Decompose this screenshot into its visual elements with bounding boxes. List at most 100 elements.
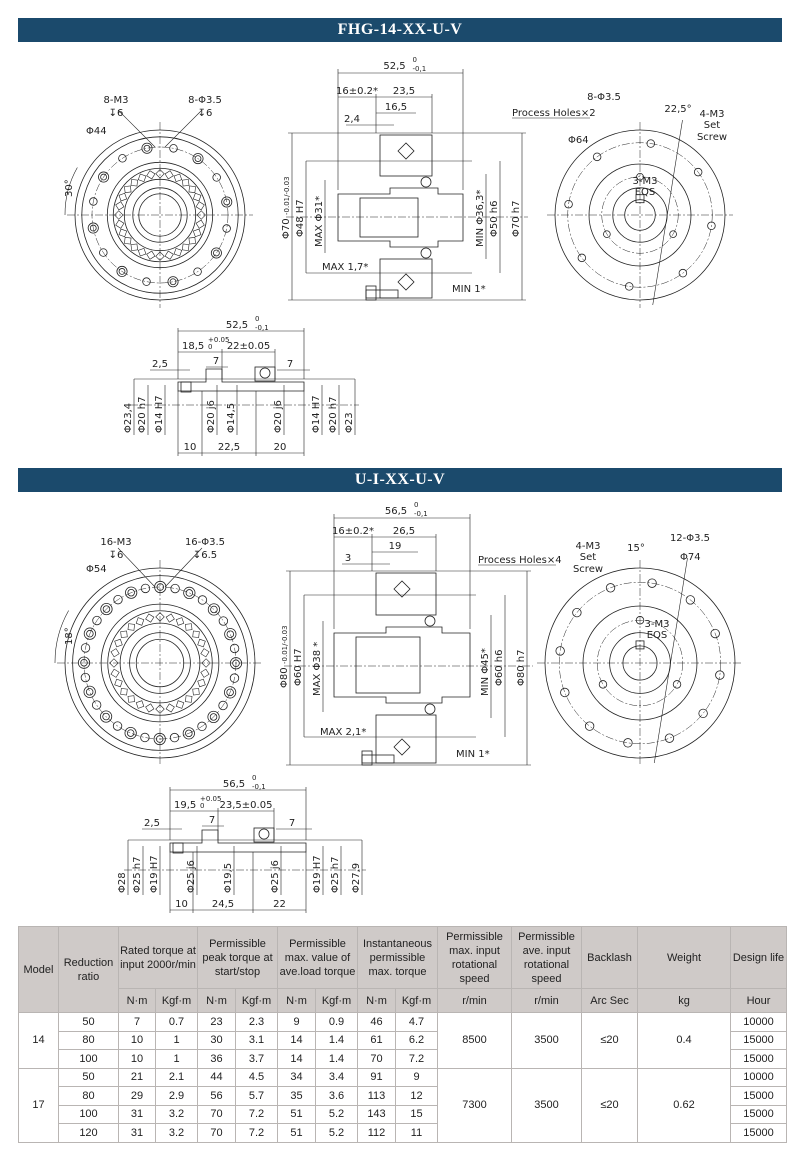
holes-label: 16-Φ3.5: [185, 537, 225, 548]
cross-roller: [393, 580, 411, 598]
tapped-hole: [167, 276, 179, 288]
mounting-hole: [715, 670, 725, 680]
bearing-roller: [201, 658, 211, 668]
header-max-speed: Permissible max. input rotational speed: [437, 926, 512, 989]
mounting-hole: [624, 282, 634, 291]
mounting-hole: [197, 721, 207, 732]
mounting-hole: [91, 700, 102, 710]
cell-inst-kgf: 6.2: [395, 1030, 438, 1050]
cell-peak-kgf: 5.7: [235, 1086, 278, 1106]
bearing-roller: [192, 630, 200, 638]
tapped-hole: [83, 685, 96, 698]
mounting-hole: [698, 708, 708, 719]
tapped-hole: [229, 657, 243, 670]
tapped-hole: [224, 686, 237, 699]
bearing-roller: [200, 668, 210, 678]
cell-peak-kgf: 3.1: [235, 1030, 278, 1050]
bearing-roller: [110, 648, 120, 658]
circle-outline: [226, 630, 235, 638]
bearing-roller: [120, 688, 128, 696]
leader-line: [117, 109, 156, 148]
thread-label: 16-M3: [100, 537, 131, 548]
screw-label: Screw: [573, 564, 603, 575]
dim-label: 7: [287, 359, 293, 370]
angle-label: 15°: [627, 543, 645, 554]
dim-tol-upper: +0.05: [208, 336, 229, 344]
mounting-hole: [118, 154, 127, 163]
bearing-roller: [173, 173, 183, 183]
unit-kgf: Kgf·m: [315, 988, 358, 1013]
h6-label: Φ60 h6: [494, 650, 505, 686]
dim-label: 19: [389, 541, 402, 552]
circle-outline: [169, 278, 177, 286]
cell-inst-nm: 61: [357, 1030, 396, 1050]
mounting-hole: [664, 733, 675, 743]
cell-peak-nm: 23: [197, 1012, 236, 1032]
cell-inst-nm: 143: [357, 1104, 396, 1124]
technical-drawings: 8-M3↧68-Φ3.5↧6Φ4430°52,50-0,116±0.2*23,5…: [54, 56, 743, 913]
h6-label: Φ50 h6: [489, 201, 500, 237]
header-ratio: Reduction ratio: [58, 926, 119, 1013]
eqs-hole: [672, 680, 682, 689]
header-peak-torque: Permissible peak torque at start/stop: [197, 926, 278, 989]
angle-label: 18°: [64, 627, 75, 645]
bearing-roller: [192, 192, 202, 202]
leader-line: [164, 109, 203, 148]
bearing-roller: [114, 638, 123, 648]
bearing-roller: [182, 179, 190, 187]
angle-arc: [64, 167, 78, 216]
bearing-roller: [196, 210, 206, 220]
mounting-hole: [113, 594, 123, 605]
leader-line: [652, 119, 683, 306]
dim-tol-lower: -0,1: [413, 65, 427, 73]
mounting-hole: [564, 199, 573, 209]
cell-rated-nm: 10: [118, 1030, 156, 1050]
bolt-head: [361, 750, 373, 766]
cell-peak-kgf: 3.7: [235, 1049, 278, 1069]
outer-diameter-label: Φ80: [279, 667, 290, 688]
depth-label: ↧6: [198, 108, 213, 119]
cell-rated-nm: 29: [118, 1086, 156, 1106]
mounting-hole: [647, 578, 657, 588]
cell-rated-kgf: 2.1: [155, 1067, 198, 1087]
cell-peak-nm: 36: [197, 1049, 236, 1069]
bearing-roller: [146, 250, 156, 260]
tapped-hole: [210, 247, 222, 259]
tapped-hole: [154, 580, 167, 594]
cell-rated-kgf: 1: [155, 1030, 198, 1050]
dim-label: 23,5±0.05: [220, 800, 273, 811]
mounting-hole: [584, 721, 595, 731]
diameter-label: Φ14 H7: [154, 395, 165, 433]
mounting-hole: [577, 253, 587, 263]
cell-rated-nm: 7: [118, 1012, 156, 1032]
bearing-roller: [124, 185, 132, 193]
outer-tolerance-label: -0.01/-0.03: [281, 625, 289, 664]
cell-design-life: 15000: [730, 1049, 787, 1069]
dim-length: 52,5: [226, 320, 248, 331]
cell-inst-kgf: 7.2: [395, 1049, 438, 1069]
dim-label: 16,5: [385, 102, 407, 113]
bearing-roller: [185, 623, 193, 631]
tapped-hole: [224, 628, 237, 641]
dim-tol-lower: -0,1: [252, 783, 266, 791]
ball-bearing: [258, 828, 270, 840]
dim-label: 16±0.2*: [336, 86, 378, 97]
cross-roller: [393, 738, 411, 756]
circle-outline: [156, 583, 165, 591]
bearing-roller: [127, 623, 135, 631]
tapped-hole: [153, 732, 166, 746]
cell-inst-nm: 70: [357, 1049, 396, 1069]
bearing-roller: [118, 228, 128, 238]
bearing-roller: [114, 210, 124, 220]
cell-rated-nm: 10: [118, 1049, 156, 1069]
tapped-hole: [207, 710, 220, 724]
max-gap-label: MAX 2,1*: [320, 727, 366, 738]
cell-rated-nm: 21: [118, 1067, 156, 1087]
circle-outline: [209, 713, 218, 721]
cell-rated-nm: 31: [118, 1104, 156, 1124]
unit-arcsec: Arc Sec: [581, 988, 638, 1013]
cell-inst-kgf: 9: [395, 1067, 438, 1087]
header-rated-torque: Rated torque at input 2000r/min: [118, 926, 198, 989]
